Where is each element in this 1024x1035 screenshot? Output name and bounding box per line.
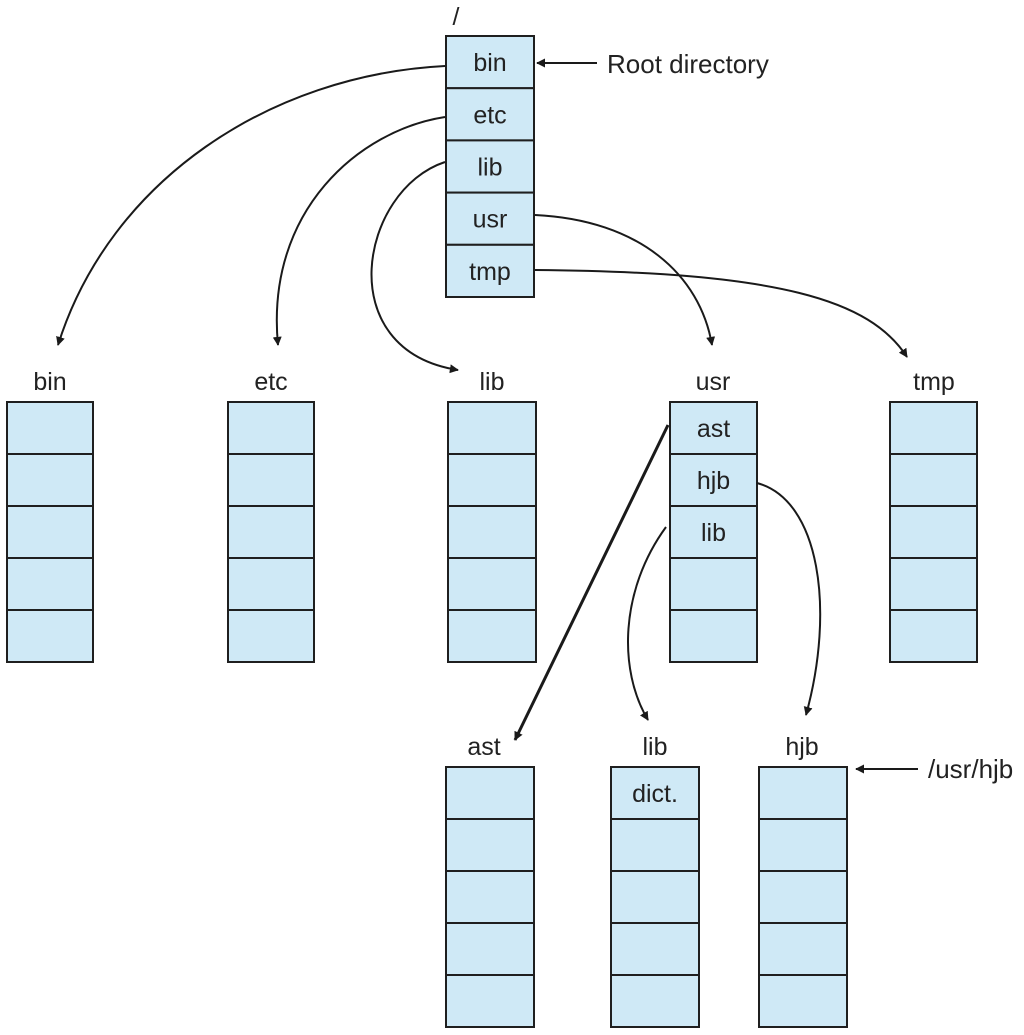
directory-entry-cell [445,870,535,924]
directory-title: lib [479,368,504,396]
directory-entry-cell [445,766,535,820]
directory-entry-cell [758,818,848,872]
directory-entry-cell [227,505,315,559]
directory-entry-cell [889,609,978,663]
directory-entry-cell [445,87,535,142]
directory-entry-cell [6,557,94,611]
directory-entry-cell [227,557,315,611]
directory-entry-cell [447,557,537,611]
directory-entry-cell [610,818,700,872]
directory-entry-cell [610,974,700,1028]
link-root-usr [534,214,716,346]
link-root-lib [370,161,459,374]
directory-lib: lib [447,368,537,663]
directory-entry-label: lib [477,154,502,182]
directory-entry-cell [758,974,848,1028]
directory-entry-cell [227,401,315,455]
directory-entry-cell [669,557,758,611]
link-root-tmp [534,269,908,358]
directory-usr-hjb: hjb [758,733,848,1028]
directory-entry-cell [445,818,535,872]
directory-entry-cell [610,922,700,976]
directory-bin: bin [6,368,94,663]
directory-entry-label: tmp [469,258,511,286]
link-root-bin [56,65,446,346]
directory-title: etc [254,368,287,396]
directory-entry-cell [6,401,94,455]
directory-entry-label: bin [473,49,506,77]
link-usr-ast [513,424,670,741]
directory-entry-cell [447,505,537,559]
directory-entry-cell [445,922,535,976]
directory-entry-label: lib [701,519,726,547]
directory-entry-cell [889,401,978,455]
directory-entry-cell [6,609,94,663]
directory-usr: ast hjb lib usr [669,368,758,663]
directory-title: hjb [785,733,818,761]
directory-entry-cell [6,453,94,507]
directory-entry-cell [758,922,848,976]
directory-entry-cell [669,609,758,663]
directory-entry-cell [669,505,758,559]
directory-entry-cell [6,505,94,559]
directory-entry-label: dict. [632,780,678,808]
directory-entry-cell [447,609,537,663]
directory-entry-cell [445,191,535,246]
directory-tmp: tmp [889,368,978,663]
directory-entry-cell [445,35,535,90]
directory-title: ast [467,733,500,761]
hjb-callout-label: /usr/hjb [928,754,1013,784]
directory-usr-ast: ast [445,733,535,1028]
directory-title: lib [642,733,667,761]
directory-title: / [453,3,460,31]
directory-usr-lib: dict. lib [610,733,700,1028]
directory-title: tmp [913,368,955,396]
directory-etc: etc [227,368,315,663]
link-usr-hjb [756,482,822,716]
directory-entry-cell [445,243,535,299]
directory-entry-label: etc [473,101,506,129]
directory-entry-cell [758,870,848,924]
directory-entry-label: hjb [697,467,730,495]
root-callout-label: Root directory [607,49,769,79]
directory-title: bin [33,368,66,396]
directory-entry-label: ast [697,415,730,443]
directory-entry-cell [889,505,978,559]
directory-entry-cell [447,453,537,507]
directory-entry-cell [889,557,978,611]
directory-title: usr [696,368,731,396]
directory-entry-cell [447,401,537,455]
directory-links [56,58,918,774]
link-usr-lib [627,526,667,721]
directory-entry-cell [227,609,315,663]
directory-root: bin etc lib usr tmp / [445,3,535,299]
directory-boxes: bin etc lib usr tmp / bin etc lib ast hjb lib usr tmp… [6,3,978,1028]
directory-entry-label: usr [473,206,508,234]
link-root-etc [272,116,446,346]
directory-entry-cell [227,453,315,507]
directory-entry-cell [445,974,535,1028]
directory-entry-cell [889,453,978,507]
directory-entry-cell [669,401,758,455]
directory-entry-cell [758,766,848,820]
directory-entry-cell [610,870,700,924]
